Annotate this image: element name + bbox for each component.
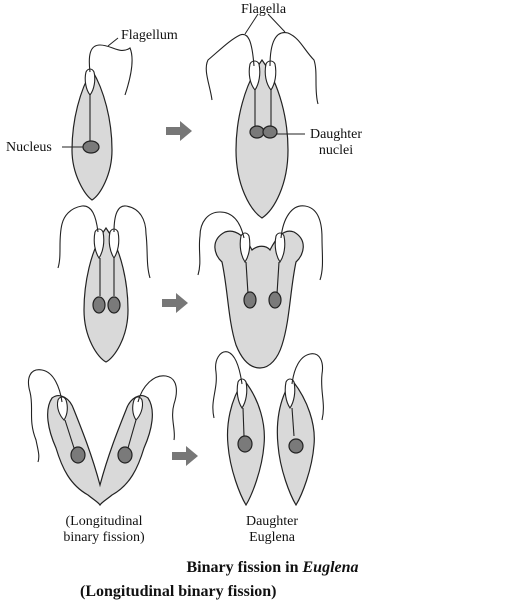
nucleus-left bbox=[70, 446, 86, 464]
daughter-nucleus-right bbox=[262, 125, 278, 139]
daughter-euglena-line-2: Euglena bbox=[249, 530, 295, 545]
nucleus-right bbox=[107, 296, 121, 314]
nucleus bbox=[237, 435, 253, 453]
longitudinal-line-1: (Longitudinal bbox=[65, 514, 143, 529]
daughter-nuclei-line-2: nuclei bbox=[318, 143, 354, 158]
figure-caption-line-1: Binary fission in Euglena bbox=[0, 558, 505, 578]
arrow-1 bbox=[166, 121, 192, 141]
stage-4-euglena bbox=[197, 205, 324, 369]
daughter-euglena-right bbox=[276, 353, 324, 507]
arrow-2 bbox=[162, 293, 188, 313]
flagellum-label: Flagellum bbox=[121, 28, 178, 43]
stage-1-euglena bbox=[62, 37, 133, 201]
daughter-nucleus-left bbox=[249, 125, 265, 139]
nucleus-label: Nucleus bbox=[6, 140, 52, 155]
stage-5-euglena bbox=[27, 369, 177, 507]
caption-species: Euglena bbox=[302, 559, 359, 576]
nucleus-right bbox=[117, 446, 133, 464]
daughter-nuclei-label: Daughter nuclei bbox=[300, 127, 372, 159]
flagella-label: Flagella bbox=[241, 2, 287, 17]
daughter-euglena-label: Daughter Euglena bbox=[232, 514, 312, 546]
nucleus-right bbox=[268, 291, 282, 309]
daughter-nuclei-line-1: Daughter bbox=[309, 127, 363, 142]
nucleus-left bbox=[243, 291, 257, 309]
daughter-euglena-line-1: Daughter bbox=[245, 514, 299, 529]
figure-caption-line-2: (Longitudinal binary fission) bbox=[80, 583, 277, 600]
nucleus-left bbox=[92, 296, 106, 314]
nucleus bbox=[288, 438, 304, 454]
daughter-euglena-left bbox=[212, 351, 265, 507]
caption-prefix: Binary fission in bbox=[186, 559, 303, 576]
longitudinal-line-2: binary fission) bbox=[63, 530, 145, 545]
stage-3-euglena bbox=[57, 205, 151, 363]
nucleus bbox=[82, 140, 100, 154]
stage-2-euglena bbox=[205, 13, 319, 219]
longitudinal-fission-label: (Longitudinal binary fission) bbox=[44, 514, 164, 546]
arrow-3 bbox=[172, 446, 198, 466]
